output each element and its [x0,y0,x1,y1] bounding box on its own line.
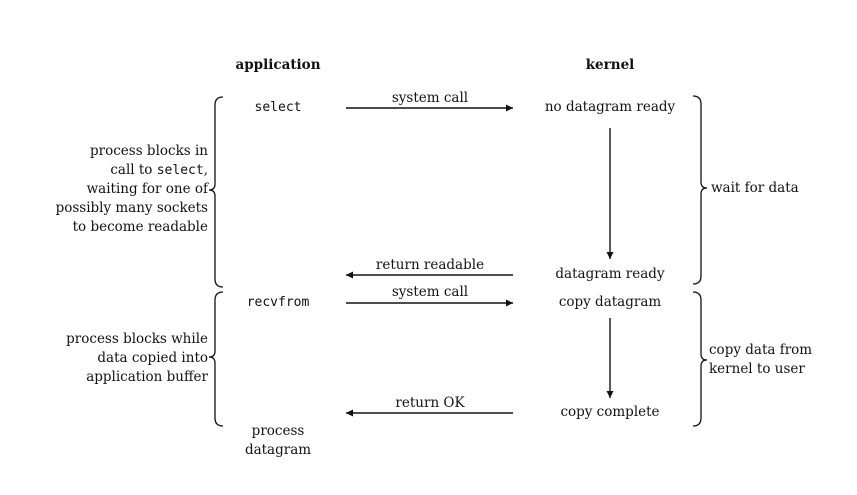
blocks-copy-line3: application buffer [86,369,208,385]
blocks-copy-line2: data copied into [97,350,208,366]
system-call-label-2: system call [391,284,469,300]
blocks-select-line1: process blocks in [90,143,208,159]
blocks-select-line5: to become readable [72,219,208,235]
blocks-copy-line1: process blocks while [66,331,208,347]
copy-datagram-label: copy datagram [558,294,662,310]
application-header: application [235,57,321,73]
system-call-label-1: system call [391,90,469,106]
blocks-select-line3: waiting for one of [86,181,208,197]
left-brace-select [208,96,224,288]
copy-data-note-line1: copy data from [709,342,813,358]
blocks-select-line2-code: select [156,163,204,178]
datagram-ready-label: datagram ready [555,266,665,282]
blocks-select-line2-prefix: call to [110,162,157,178]
process-datagram-line2: datagram [244,442,312,458]
return-ok-label: return OK [395,395,465,411]
blocks-select-line4: possibly many sockets [55,200,208,216]
wait-for-data-note: wait for data [711,180,799,196]
copy-data-note-line2: kernel to user [709,361,805,377]
no-datagram-ready-label: no datagram ready [544,99,676,115]
copy-complete-label: copy complete [560,404,660,420]
process-datagram-line1: process [251,423,305,439]
left-brace-copy [208,291,224,427]
blocks-select-line2-suffix: , [203,162,208,178]
return-readable-label: return readable [375,257,485,273]
right-brace-wait [692,95,708,285]
blocks-select-line2: call to select, [10,161,208,180]
right-brace-copy [692,291,708,427]
kernel-header: kernel [585,57,635,73]
select-call: select [254,100,302,115]
recvfrom-call: recvfrom [246,295,310,310]
